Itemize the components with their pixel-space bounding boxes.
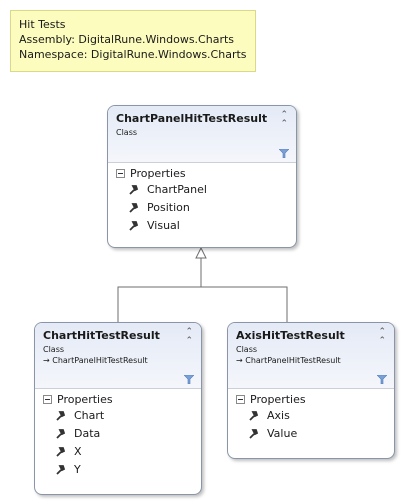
wrench-icon bbox=[56, 428, 66, 439]
class-name: AxisHitTestResult bbox=[236, 329, 345, 342]
note-assembly: Assembly: DigitalRune.Windows.Charts bbox=[19, 33, 235, 46]
member-label: Visual bbox=[147, 218, 180, 232]
member-item[interactable]: Chart bbox=[43, 406, 193, 424]
note-namespace: Namespace: DigitalRune.Windows.Charts bbox=[19, 48, 247, 61]
member-item[interactable]: Axis bbox=[236, 406, 386, 424]
member-label: ChartPanel bbox=[147, 182, 207, 196]
class-header: ChartPanelHitTestResult Class ⌃⌃ bbox=[108, 106, 296, 163]
class-name: ChartPanelHitTestResult bbox=[116, 112, 268, 125]
wrench-icon bbox=[249, 410, 259, 421]
section-label: Properties bbox=[57, 393, 113, 406]
properties-section: Properties Chart Data X Y bbox=[35, 389, 201, 482]
filter-icon[interactable] bbox=[279, 149, 289, 158]
collapse-toggle-icon[interactable] bbox=[236, 395, 245, 404]
wrench-icon bbox=[129, 202, 139, 213]
class-header: ChartHitTestResult Class → ChartPanelHit… bbox=[35, 323, 201, 389]
class-chart-hit-test-result[interactable]: ChartHitTestResult Class → ChartPanelHit… bbox=[34, 322, 202, 495]
member-item[interactable]: Y bbox=[43, 460, 193, 478]
double-chevron-up-icon[interactable]: ⌃⌃ bbox=[185, 327, 193, 346]
member-item[interactable]: ChartPanel bbox=[116, 180, 288, 198]
collapse-toggle-icon[interactable] bbox=[116, 169, 125, 178]
section-header: Properties bbox=[43, 393, 193, 406]
class-name: ChartHitTestResult bbox=[43, 329, 160, 342]
member-label: Axis bbox=[267, 408, 290, 422]
double-chevron-up-icon[interactable]: ⌃⌃ bbox=[378, 327, 386, 346]
member-label: Data bbox=[74, 426, 101, 440]
member-item[interactable]: Visual bbox=[116, 216, 288, 234]
wrench-icon bbox=[129, 220, 139, 231]
connector-axis bbox=[201, 286, 288, 322]
wrench-icon bbox=[249, 428, 259, 439]
member-item[interactable]: X bbox=[43, 442, 193, 460]
base-class: → ChartPanelHitTestResult bbox=[236, 356, 341, 365]
collapse-toggle-icon[interactable] bbox=[43, 395, 52, 404]
class-kind: Class bbox=[236, 345, 258, 354]
base-class: → ChartPanelHitTestResult bbox=[43, 356, 148, 365]
connector-chart bbox=[117, 286, 201, 322]
properties-section: Properties ChartPanel Position Visual bbox=[108, 163, 296, 238]
wrench-icon bbox=[56, 410, 66, 421]
filter-icon[interactable] bbox=[377, 375, 387, 384]
class-kind: Class bbox=[116, 128, 138, 137]
wrench-icon bbox=[56, 464, 66, 475]
member-item[interactable]: Value bbox=[236, 424, 386, 442]
properties-section: Properties Axis Value bbox=[228, 389, 394, 446]
wrench-icon bbox=[56, 446, 66, 457]
section-header: Properties bbox=[236, 393, 386, 406]
section-header: Properties bbox=[116, 167, 288, 180]
member-label: X bbox=[74, 444, 82, 458]
class-header: AxisHitTestResult Class → ChartPanelHitT… bbox=[228, 323, 394, 389]
class-kind: Class bbox=[43, 345, 65, 354]
member-label: Y bbox=[74, 462, 81, 476]
filter-icon[interactable] bbox=[184, 375, 194, 384]
diagram-note: Hit Tests Assembly: DigitalRune.Windows.… bbox=[10, 10, 256, 72]
class-axis-hit-test-result[interactable]: AxisHitTestResult Class → ChartPanelHitT… bbox=[227, 322, 395, 459]
note-title: Hit Tests bbox=[19, 18, 66, 31]
section-label: Properties bbox=[250, 393, 306, 406]
member-label: Chart bbox=[74, 408, 105, 422]
member-label: Position bbox=[147, 200, 190, 214]
inheritance-arrow-icon bbox=[195, 246, 207, 259]
member-item[interactable]: Position bbox=[116, 198, 288, 216]
member-label: Value bbox=[267, 426, 298, 440]
wrench-icon bbox=[129, 184, 139, 195]
class-chart-panel-hit-test-result[interactable]: ChartPanelHitTestResult Class ⌃⌃ Propert… bbox=[107, 105, 297, 248]
double-chevron-up-icon[interactable]: ⌃⌃ bbox=[280, 110, 288, 129]
member-item[interactable]: Data bbox=[43, 424, 193, 442]
section-label: Properties bbox=[130, 167, 186, 180]
